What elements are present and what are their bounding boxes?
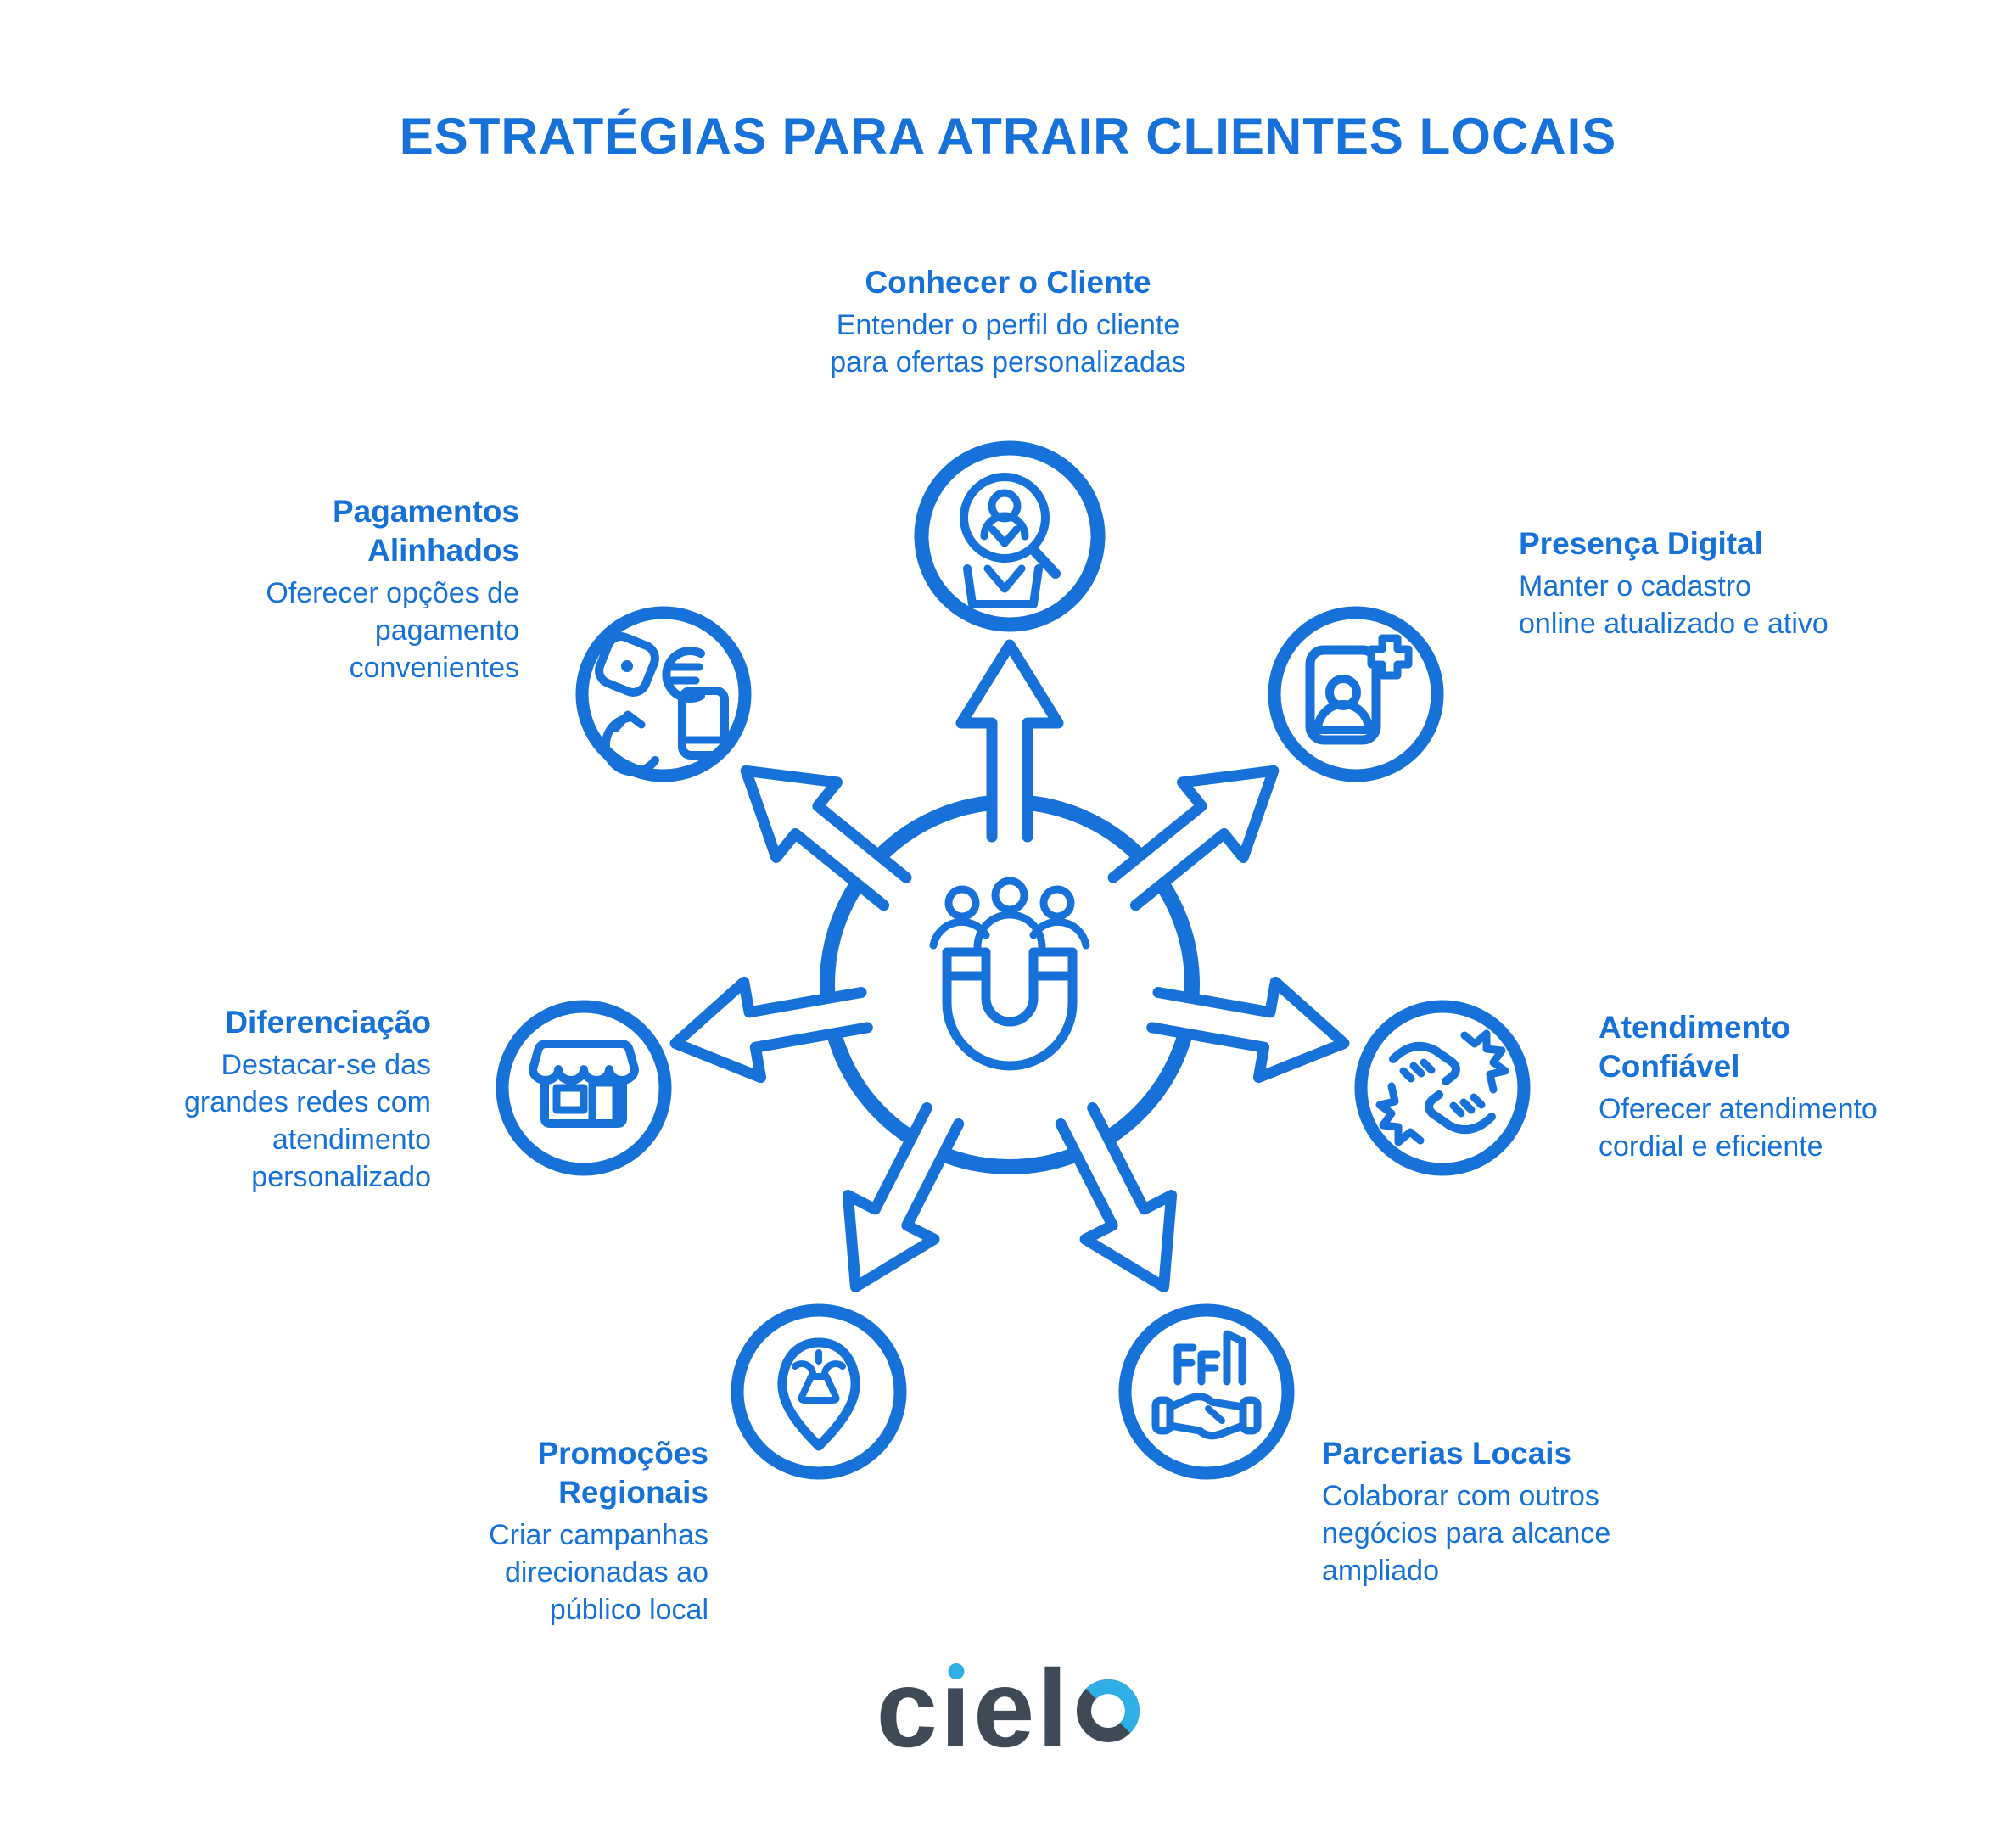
item-title: Parcerias Locais (1322, 1436, 1572, 1471)
item-title: Conhecer o Cliente (865, 265, 1151, 300)
arrow-left (669, 976, 873, 1084)
arrow-right (1146, 976, 1350, 1084)
cielo-logo: c ı e l (0, 1653, 2016, 1763)
logo-o-arc (1077, 1679, 1140, 1742)
logo-letter: e (973, 1646, 1038, 1770)
item-title: Pagamentos Alinhados (332, 494, 519, 568)
radiating-arrows (669, 639, 1350, 1292)
item-description: Oferecer opções de pagamento conveniente… (266, 576, 519, 685)
helping-hands-icon (1354, 1000, 1531, 1176)
logo-letter: c (876, 1646, 940, 1770)
logo-i-dot (948, 1663, 965, 1679)
item-title: Atendimento Confiável (1599, 1010, 1791, 1084)
storefront-icon (496, 1000, 672, 1176)
item-title: Presença Digital (1519, 526, 1763, 561)
person-magnifier-icon (914, 440, 1106, 632)
arrow-top (955, 639, 1064, 843)
magnet-attracting-customers-icon (929, 877, 1090, 1071)
item-description: Colaborar com outros negócios para alcan… (1322, 1479, 1611, 1588)
card-payment-exchange-icon (575, 606, 752, 782)
item-description: Destacar-se das grandes redes com atendi… (183, 1048, 431, 1194)
arrow-upper-left (740, 765, 912, 911)
logo-o (1077, 1679, 1140, 1742)
item-description: Oferecer atendimento cordial e eficiente (1599, 1092, 1878, 1163)
label-atendimento-confiavel: Atendimento Confiável Oferecer atendimen… (1599, 1008, 1921, 1165)
label-presenca-digital: Presença Digital Manter o cadastro onlin… (1519, 524, 1833, 642)
label-conhecer-o-cliente: Conhecer o Cliente Entender o perfil do … (826, 263, 1190, 381)
arrow-lower-right (1055, 1102, 1178, 1292)
arrow-upper-right (1107, 765, 1280, 911)
logo-letter: l (1037, 1646, 1071, 1770)
label-diferenciacao: Diferenciação Destacar-se das grandes re… (151, 1003, 431, 1197)
location-pin-fountain-icon (731, 1303, 907, 1480)
label-pagamentos-alinhados: Pagamentos Alinhados Oferecer opções de … (218, 492, 519, 687)
item-description: Criar campanhas direcionadas ao público … (489, 1518, 708, 1627)
logo-letter-i: ı (940, 1653, 973, 1763)
arrow-lower-left (842, 1102, 965, 1292)
item-title: Promoções Regionais (537, 1436, 708, 1510)
item-description: Manter o cadastro online atualizado e at… (1519, 569, 1828, 641)
label-parcerias-locais: Parcerias Locais Colaborar com outros ne… (1322, 1434, 1661, 1589)
page-title: ESTRATÉGIAS PARA ATRAIR CLIENTES LOCAIS (399, 108, 1617, 165)
phone-add-contact-icon (1268, 606, 1444, 782)
label-promocoes-regionais: Promoções Regionais Criar campanhas dire… (420, 1434, 708, 1628)
handshake-buildings-icon (1118, 1303, 1295, 1480)
item-title: Diferenciação (225, 1005, 431, 1040)
item-description: Entender o perfil do cliente para oferta… (830, 308, 1186, 379)
hub-diagram (669, 639, 1350, 1292)
